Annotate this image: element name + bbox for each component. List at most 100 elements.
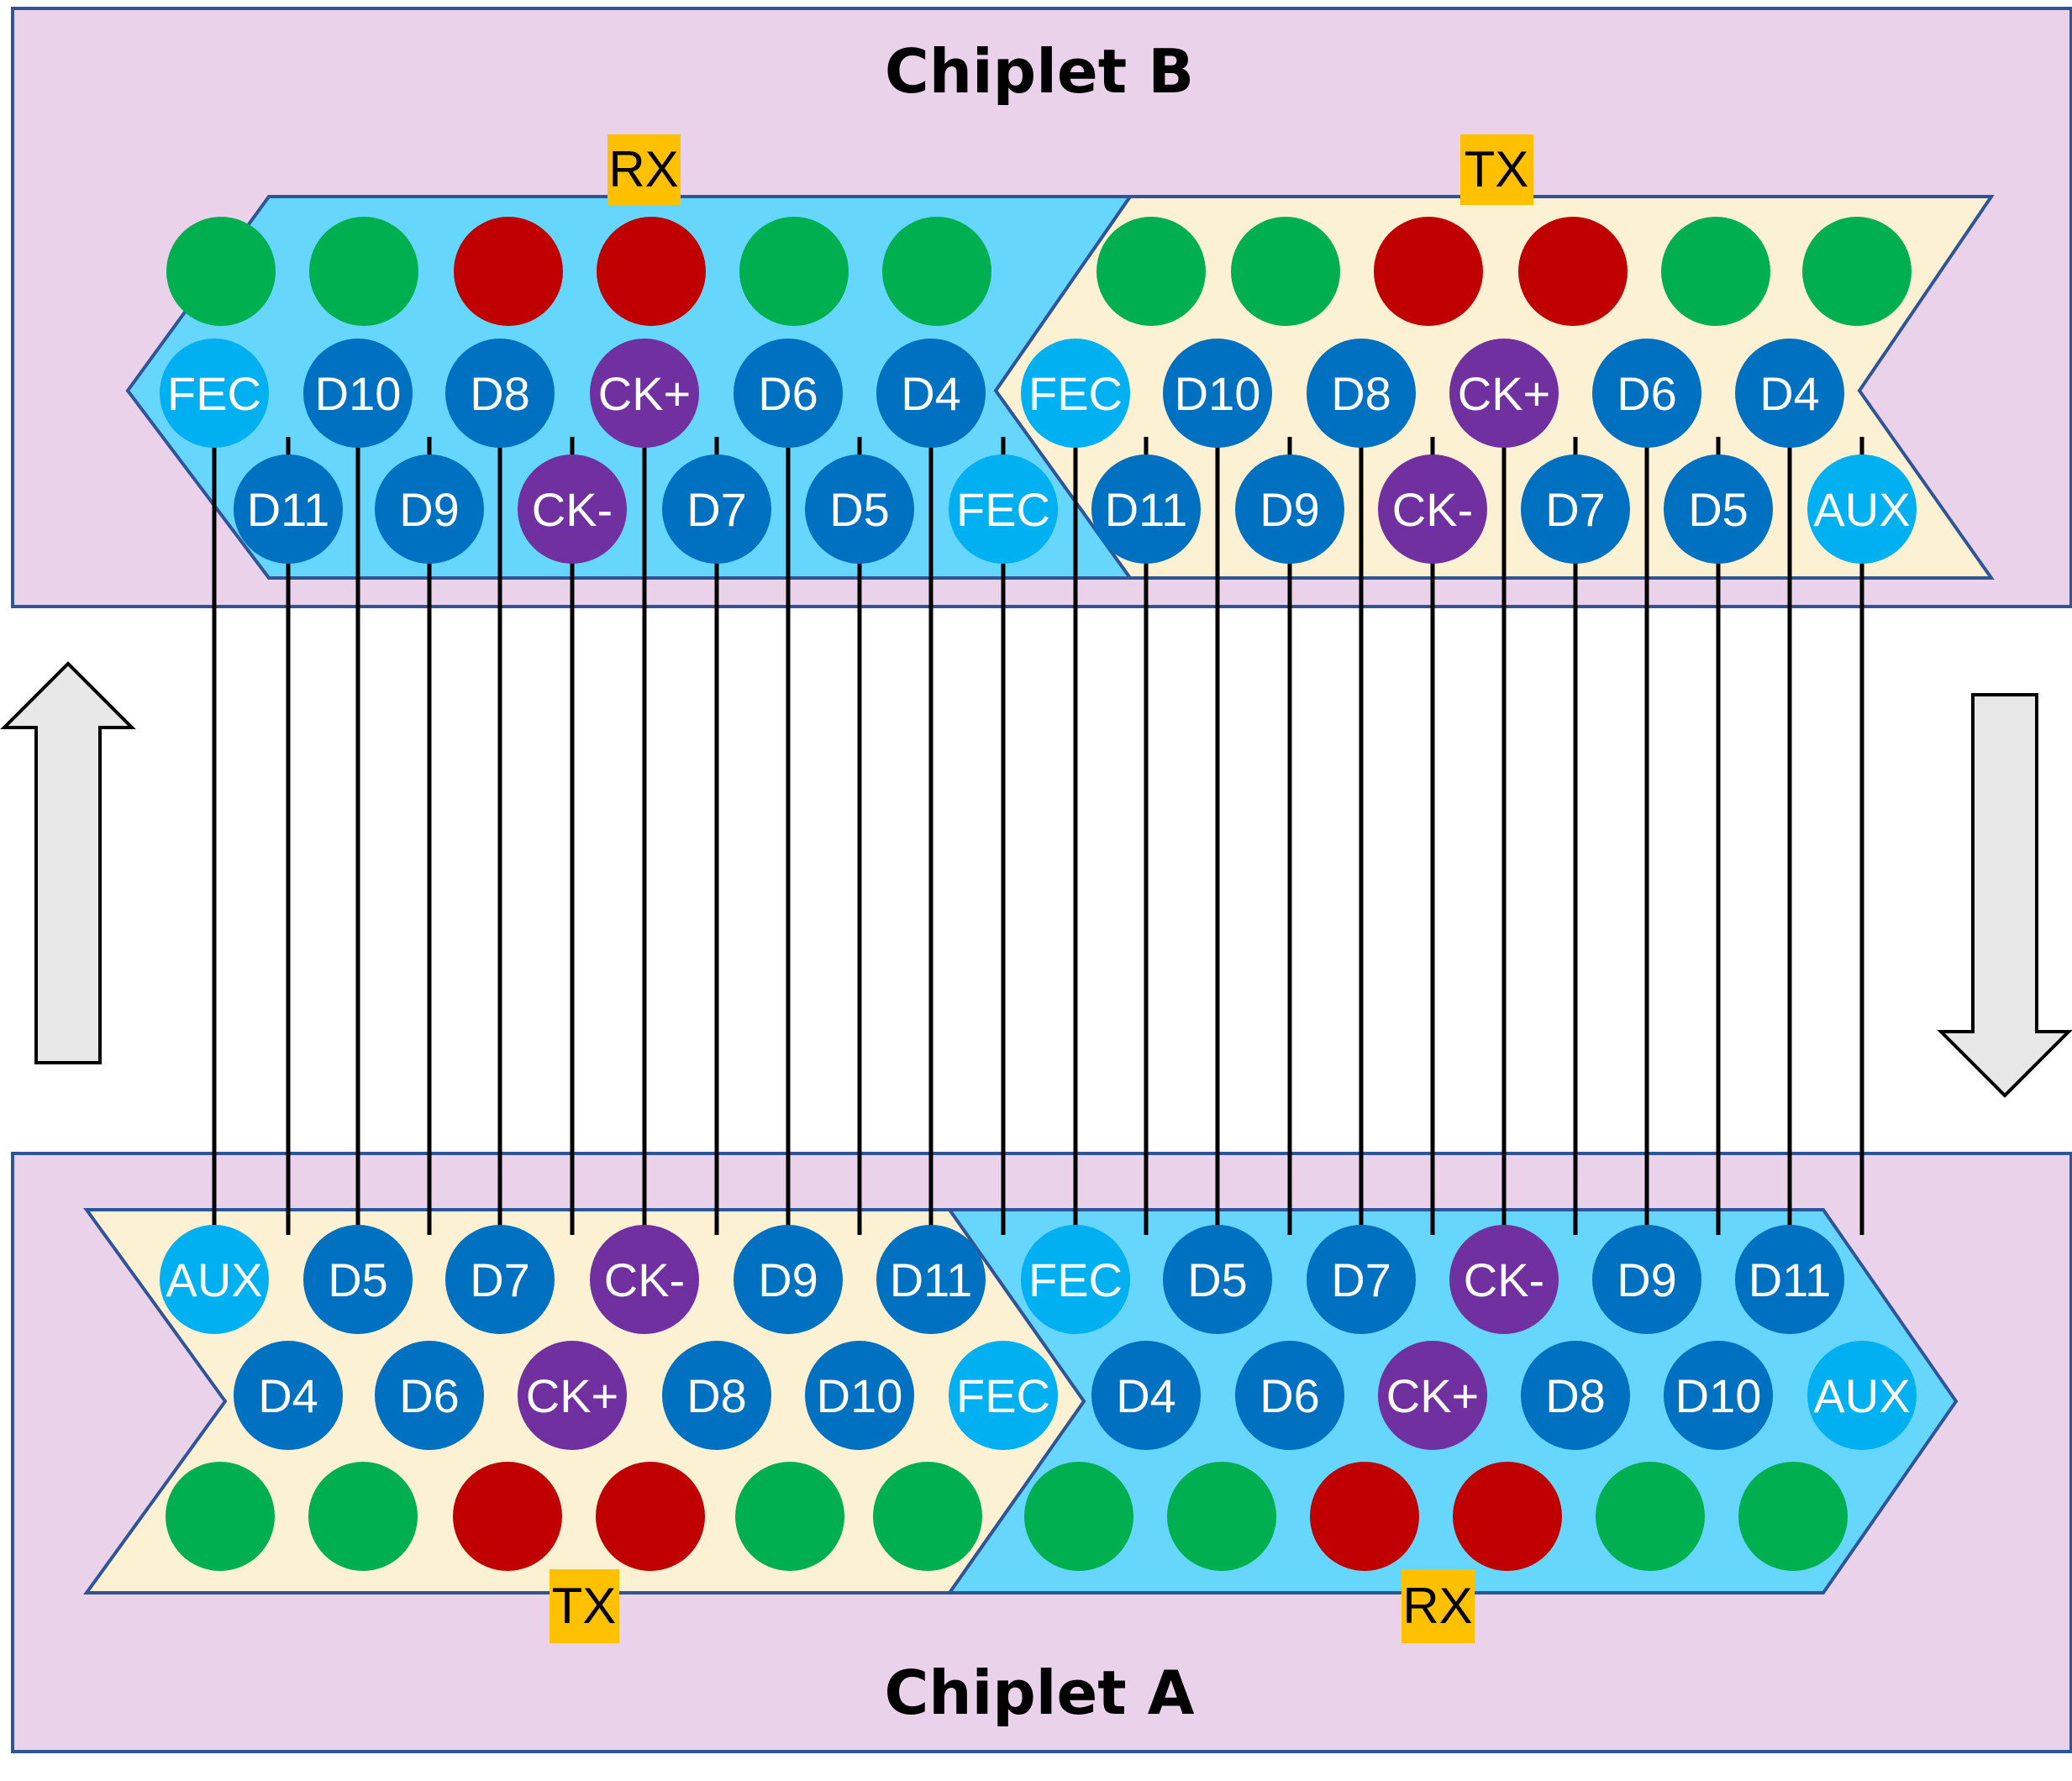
pin-circle — [1521, 454, 1630, 564]
chiplet-b-rx-ground-bump — [166, 217, 276, 326]
chiplet-b-tx-pin-fec: FEC — [1021, 339, 1130, 448]
pin-circle — [1307, 339, 1416, 448]
chiplet-a-tx-pin-aux: AUX — [160, 1225, 269, 1334]
pin-circle — [590, 339, 699, 448]
pin-circle — [805, 1341, 914, 1450]
chiplet-a-rx-pin-d8: D8 — [1521, 1341, 1630, 1450]
pin-circle — [1449, 1225, 1559, 1334]
chiplet-b-rx-pin-d9: D9 — [375, 454, 484, 564]
chiplet-a-tx-power-bump — [596, 1462, 705, 1571]
pin-circle — [1449, 339, 1559, 448]
pin-label: CK- — [1392, 483, 1473, 536]
pin-label: D9 — [758, 1253, 818, 1306]
pin-label: D5 — [829, 483, 890, 536]
chiplet-b-tx-pin-ck-minus: CK- — [1378, 454, 1487, 564]
pin-label: FEC — [956, 483, 1050, 536]
chiplet-a-tx-pin-fec: FEC — [949, 1341, 1058, 1450]
pin-circle — [160, 339, 269, 448]
chiplet-a-rx-pin-fec: FEC — [1021, 1225, 1130, 1334]
pin-circle — [375, 1341, 484, 1450]
pin-circle — [734, 339, 843, 448]
chiplet-a-tx-pin-d7: D7 — [445, 1225, 555, 1334]
pin-circle — [518, 454, 627, 564]
pin-circle — [1235, 1341, 1344, 1450]
pin-label: D4 — [1759, 367, 1820, 420]
pin-label: D11 — [1105, 483, 1188, 536]
pin-label: D7 — [1545, 483, 1606, 536]
pin-circle — [734, 1225, 843, 1334]
pin-label: FEC — [956, 1369, 1050, 1422]
pin-circle — [1163, 1225, 1272, 1334]
pin-label: D6 — [1617, 367, 1677, 420]
pin-label: CK+ — [526, 1369, 619, 1422]
pin-label: D8 — [470, 367, 530, 420]
chiplet-a-rx-pin-aux: AUX — [1807, 1341, 1917, 1450]
pin-circle — [445, 1225, 555, 1334]
pin-label: D8 — [686, 1369, 747, 1422]
pin-circle — [1521, 1341, 1630, 1450]
pin-circle — [303, 339, 413, 448]
chiplet-b-tx-pin-d4: D4 — [1735, 339, 1844, 448]
pin-label: CK- — [604, 1253, 685, 1306]
pin-label: D7 — [1331, 1253, 1391, 1306]
pin-circle — [949, 1341, 1058, 1450]
chiplet-b-title: Chiplet B — [885, 36, 1194, 107]
pin-circle — [1592, 1225, 1701, 1334]
pin-label: D7 — [470, 1253, 530, 1306]
pin-circle — [876, 339, 986, 448]
pin-circle — [1735, 339, 1844, 448]
chiplet-b-rx-ground-bump — [739, 217, 849, 326]
chiplet-a-tx-ground-bump — [873, 1462, 982, 1571]
pin-circle — [876, 1225, 986, 1334]
pin-circle — [445, 339, 555, 448]
pin-circle — [1807, 1341, 1917, 1450]
chiplet-b-rx-pin-fec: FEC — [949, 454, 1058, 564]
chiplet-a-rx-tag: RX — [1401, 1569, 1475, 1643]
chiplet-b-rx-power-bump — [454, 217, 563, 326]
chiplet-a-rx-ground-bump — [1596, 1462, 1705, 1571]
pin-label: D11 — [890, 1253, 973, 1306]
pin-circle — [1807, 454, 1917, 564]
chiplet-b-tx-ground-bump — [1096, 217, 1206, 326]
chiplet-a-rx-ground-bump — [1167, 1462, 1276, 1571]
pin-circle — [1307, 1225, 1416, 1334]
pin-label: D8 — [1331, 367, 1391, 420]
chiplet-b-tx-pin-d5: D5 — [1664, 454, 1773, 564]
pin-label: D5 — [1187, 1253, 1248, 1306]
chiplet-a-rx-pin-ck-minus: CK- — [1449, 1225, 1559, 1334]
pin-label: D10 — [1175, 367, 1261, 420]
pin-circle — [1664, 1341, 1773, 1450]
pin-label: D6 — [1260, 1369, 1320, 1422]
chiplet-a-tx-pin-d11: D11 — [876, 1225, 986, 1334]
pin-label: FEC — [1028, 367, 1123, 420]
pin-circle — [234, 454, 343, 564]
pin-circle — [1378, 1341, 1487, 1450]
chiplet-a-tx-pin-ck-minusplus: CK+ — [518, 1341, 627, 1450]
pin-label: CK- — [1464, 1253, 1544, 1306]
pin-circle — [1735, 1225, 1844, 1334]
pin-circle — [1592, 339, 1701, 448]
pin-label: AUX — [1813, 483, 1910, 536]
chiplet-b-rx-tag: RX — [607, 134, 681, 205]
chiplet-a-tx-tag-label: TX — [552, 1578, 617, 1634]
chiplet-b-tx-pin-d7: D7 — [1521, 454, 1630, 564]
chiplet-a-tx-pin-d8: D8 — [662, 1341, 771, 1450]
chiplet-b-tx-power-bump — [1518, 217, 1628, 326]
pin-circle — [662, 454, 771, 564]
chiplet-b-rx-pin-d8: D8 — [445, 339, 555, 448]
pin-circle — [1664, 454, 1773, 564]
chiplet-a-tx-tag: TX — [550, 1569, 619, 1643]
chiplet-b-tx-ground-bump — [1231, 217, 1340, 326]
pin-label: D9 — [1260, 483, 1320, 536]
chiplet-b-rx-pin-d4: D4 — [876, 339, 986, 448]
chiplet-a-tx-ground-bump — [735, 1462, 844, 1571]
pin-circle — [1235, 454, 1344, 564]
chiplet-a-title: Chiplet A — [884, 1658, 1194, 1728]
chiplet-a-rx-pin-d9: D9 — [1592, 1225, 1701, 1334]
chiplet-b-rx-power-bump — [597, 217, 706, 326]
pin-label: D4 — [1116, 1369, 1176, 1422]
chiplet-a-tx-pin-d10: D10 — [805, 1341, 914, 1450]
pin-circle — [1091, 454, 1201, 564]
chiplet-b-rx-pin-fec: FEC — [160, 339, 269, 448]
